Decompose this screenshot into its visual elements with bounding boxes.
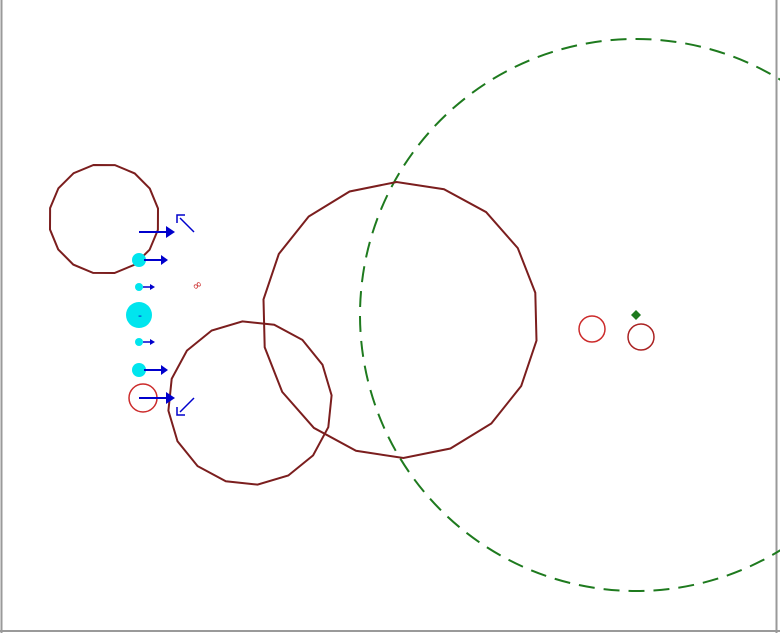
dashed-boundary-circle (359, 38, 780, 592)
arrow-group (139, 214, 195, 416)
polygon-circle-top-left (48, 163, 160, 275)
arrow-diag-down-head (176, 407, 185, 416)
arrow-6-head (166, 392, 175, 404)
cyan-marker-4 (135, 338, 143, 346)
arrow-5-head (161, 365, 168, 375)
cyan-marker-2 (135, 283, 143, 291)
cyan-marker-3 (126, 302, 152, 328)
arrow-2-head (161, 255, 168, 265)
cyan-marker-5 (132, 363, 146, 377)
cyan-marker-dash: - (138, 309, 142, 322)
arrow-diag-up-head (176, 214, 185, 223)
arrow-diag-up-shaft (179, 217, 195, 233)
small-circle-right-a (578, 315, 606, 343)
arrow-3-head (150, 284, 155, 290)
rotated-glyph: ∞ (189, 277, 205, 294)
arrow-4-head (150, 339, 155, 345)
arrow-diag-down-shaft (179, 397, 195, 413)
polygon-circle-lower (167, 320, 333, 486)
cyan-marker-1 (132, 253, 146, 267)
diamond-marker (631, 310, 641, 320)
polygon-circle-center (262, 180, 538, 460)
small-circle-right-b (627, 323, 655, 351)
arrow-1-head (166, 226, 175, 238)
